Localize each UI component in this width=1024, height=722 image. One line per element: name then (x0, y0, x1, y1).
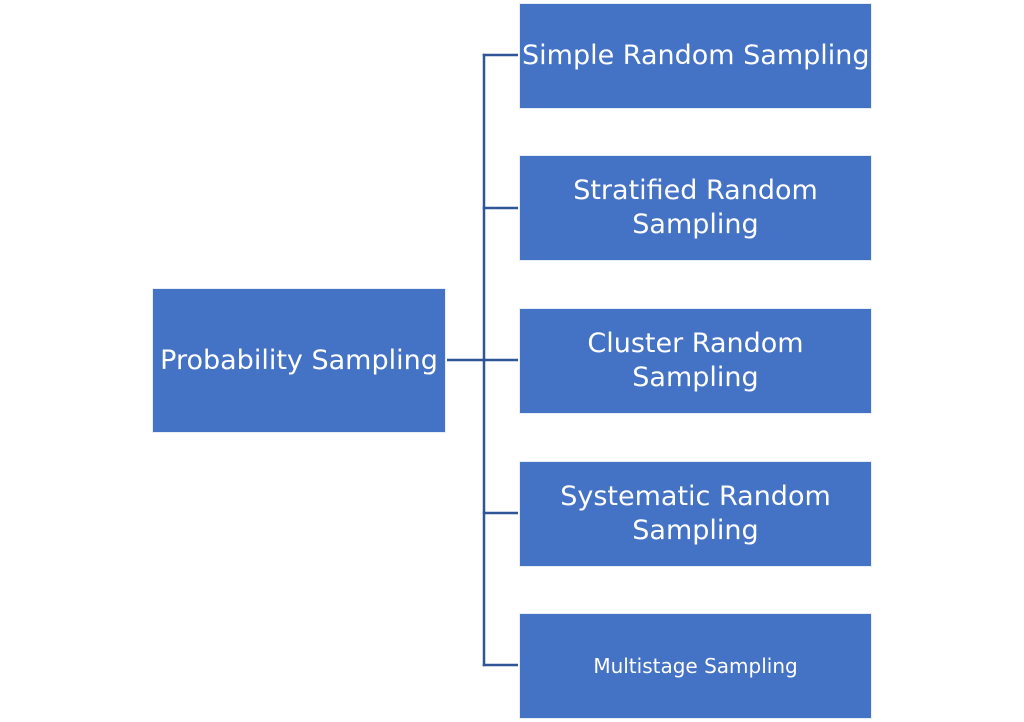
child-node-label: Stratified Random Sampling (573, 175, 818, 240)
child-node-cluster-random: Cluster Random Sampling (519, 308, 872, 414)
child-node-label: Simple Random Sampling (522, 40, 870, 72)
child-node-stratified-random: Stratified Random Sampling (519, 155, 872, 261)
child-node-label: Cluster Random Sampling (587, 328, 804, 393)
child-node-simple-random: Simple Random Sampling (519, 3, 872, 109)
child-node-label: Multistage Sampling (593, 653, 798, 678)
root-node-label: Probability Sampling (160, 344, 438, 376)
root-node: Probability Sampling (152, 288, 446, 433)
child-node-label: Systematic Random Sampling (560, 481, 831, 546)
child-node-multistage: Multistage Sampling (519, 613, 872, 719)
child-node-systematic-random: Systematic Random Sampling (519, 461, 872, 567)
